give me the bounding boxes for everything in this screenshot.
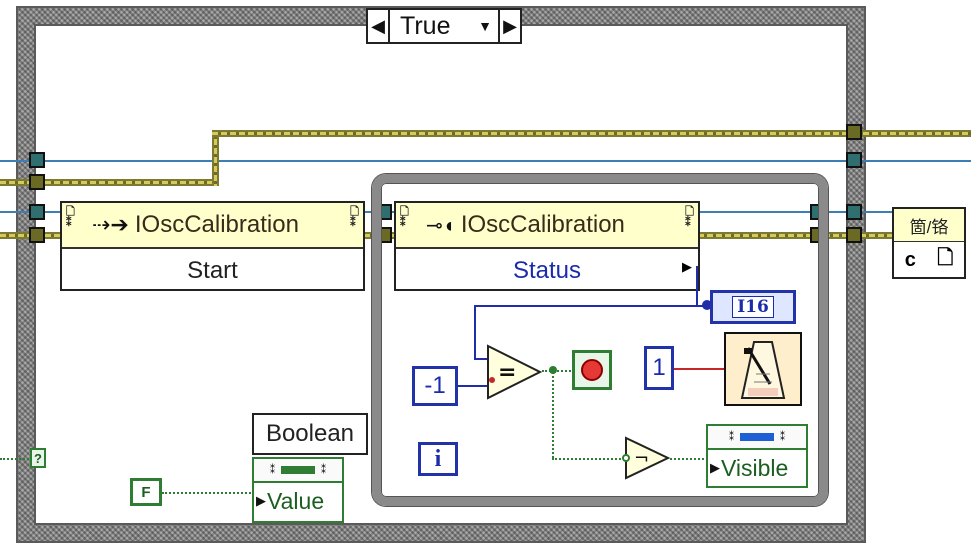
tunnel-gold-right-top[interactable] xyxy=(846,124,862,140)
while-loop[interactable] xyxy=(372,174,828,506)
case-dropdown-icon[interactable]: ▼ xyxy=(478,18,492,34)
case-selector-label: True xyxy=(400,11,451,40)
status-node-header: 🗋⁑ ⊸◖ IOscCalibration 🗋⁑ xyxy=(396,203,698,249)
document-icon: 🗋 xyxy=(937,247,954,269)
tunnel-blue-left-mid[interactable] xyxy=(29,204,45,220)
not-to-visible-wire[interactable] xyxy=(670,458,708,460)
loop-stop-terminal[interactable] xyxy=(572,350,612,390)
wire-junction-dot xyxy=(702,300,712,310)
boolean-label: Boolean xyxy=(252,413,368,455)
svg-text:¬: ¬ xyxy=(634,448,649,469)
ref-icon: ⁑ xyxy=(270,464,275,476)
blue-wire-top-right[interactable] xyxy=(852,160,971,162)
metronome-icon xyxy=(740,341,786,399)
tunnel-blue-right-top[interactable] xyxy=(846,152,862,168)
one-to-wait-wire[interactable] xyxy=(674,368,726,370)
tunnel-blue-left-top[interactable] xyxy=(29,152,45,168)
status-wire-branch[interactable] xyxy=(474,305,698,307)
start-node-header: 🗋⁑ ⇢➔ IOscCalibration 🗋⁑ xyxy=(62,203,363,249)
wait-function[interactable] xyxy=(724,332,802,406)
gold-wire-top-upper[interactable] xyxy=(212,130,854,137)
question-tunnel[interactable]: ? xyxy=(30,448,46,468)
input-caret-icon: ▶ xyxy=(256,493,266,508)
ref-in-icon: 🗋⁑ xyxy=(66,206,75,229)
visible-property-node[interactable]: ⁑ ⁑ ▶Visible xyxy=(706,424,808,488)
ref-icon: ⁑ xyxy=(780,431,785,443)
tunnel-blue-right-mid[interactable] xyxy=(846,204,862,220)
visible-node-header: ⁑ ⁑ xyxy=(708,426,806,450)
tunnel-gold-left-mid[interactable] xyxy=(29,227,45,243)
ref-out-icon: 🗋⁑ xyxy=(685,206,694,229)
case-next-arrow-icon[interactable]: ▶ xyxy=(498,10,520,42)
green-bar-icon xyxy=(281,466,315,474)
blue-wire-top-inner[interactable] xyxy=(40,160,852,162)
gold-wire-top-left[interactable] xyxy=(0,179,216,186)
minus-one-constant[interactable]: -1 xyxy=(412,366,458,406)
key-icon: ⊸◖ xyxy=(426,214,455,237)
status-wire-to-compare[interactable] xyxy=(474,358,490,360)
one-constant[interactable]: 1 xyxy=(644,346,674,390)
start-node-class: IOscCalibration xyxy=(134,211,299,238)
blue-wire-mid-b[interactable] xyxy=(698,211,892,213)
status-i16-indicator[interactable]: I16 xyxy=(710,290,796,324)
compare-to-stop-wire[interactable] xyxy=(542,370,574,372)
status-wire-down[interactable] xyxy=(696,266,698,306)
ref-out-icon: 🗋⁑ xyxy=(350,206,359,229)
loop-iteration-terminal[interactable]: i xyxy=(418,442,458,476)
compare-to-not-wire-h[interactable] xyxy=(552,458,628,460)
right-node-top: 箇/铬 xyxy=(894,209,964,242)
gold-wire-top-riser[interactable] xyxy=(212,130,219,186)
right-function-node[interactable]: 箇/铬 c 🗋 xyxy=(892,207,966,279)
value-property-node[interactable]: ⁑ ⁑ ▶Value xyxy=(252,457,344,523)
false-to-value-wire[interactable] xyxy=(162,492,254,494)
invoke-arrow-icon: ⇢➔ xyxy=(92,212,129,237)
status-node-class: IOscCalibration xyxy=(460,211,625,238)
ref-in-icon: 🗋⁑ xyxy=(400,206,409,229)
not-gate[interactable]: ¬ xyxy=(622,436,672,480)
right-node-c: c xyxy=(904,248,916,271)
svg-text:=: = xyxy=(498,360,516,385)
blue-bar-icon xyxy=(740,433,774,441)
input-caret-icon: ▶ xyxy=(710,460,720,475)
status-wire-branch-down[interactable] xyxy=(474,305,476,360)
compare-junction-dot xyxy=(549,366,557,374)
question-wire[interactable] xyxy=(0,458,32,460)
gold-wire-top-right[interactable] xyxy=(854,130,971,137)
tunnel-gold-left-top[interactable] xyxy=(29,174,45,190)
ref-icon: ⁑ xyxy=(321,464,326,476)
equal-comparator[interactable]: = xyxy=(486,344,542,400)
i16-label: I16 xyxy=(732,296,774,318)
status-property-node[interactable]: 🗋⁑ ⊸◖ IOscCalibration 🗋⁑ Status ▶ xyxy=(394,201,700,291)
case-selector[interactable]: ◀ True ▼ ▶ xyxy=(366,8,522,44)
tunnel-gold-right-mid[interactable] xyxy=(846,227,862,243)
start-node-property: Start xyxy=(187,257,238,284)
stop-red-icon xyxy=(581,359,603,381)
blue-wire-top-left[interactable] xyxy=(0,160,40,162)
ref-icon: ⁑ xyxy=(729,431,734,443)
case-prev-arrow-icon[interactable]: ◀ xyxy=(368,10,390,42)
visible-label: Visible xyxy=(721,454,789,481)
status-node-property: Status xyxy=(512,257,582,284)
value-label: Value xyxy=(267,487,325,514)
compare-to-not-wire-v[interactable] xyxy=(552,372,554,458)
false-constant[interactable]: F xyxy=(130,478,162,506)
gold-wire-mid-b[interactable] xyxy=(698,232,892,239)
start-property-node[interactable]: 🗋⁑ ⇢➔ IOscCalibration 🗋⁑ Start xyxy=(60,201,365,291)
minus-one-wire[interactable] xyxy=(458,385,490,387)
status-output-arrow-icon: ▶ xyxy=(682,259,692,274)
value-node-header: ⁑ ⁑ xyxy=(254,459,342,483)
